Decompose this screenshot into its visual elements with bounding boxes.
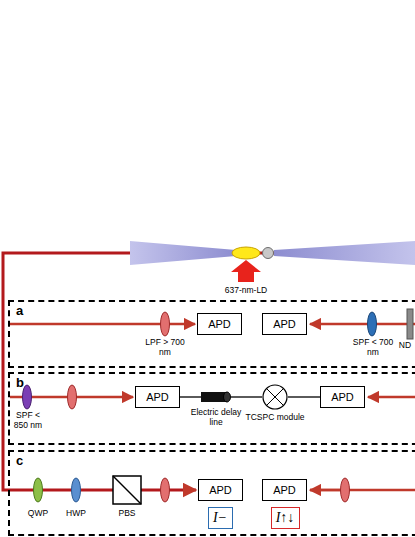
component-label: LPF > 700 nm <box>145 338 185 358</box>
lens <box>161 478 170 502</box>
nanofiber-section <box>232 247 260 259</box>
taper-left <box>130 241 236 265</box>
node-text: APD <box>208 318 231 330</box>
half-wave-plate <box>72 478 81 502</box>
quarter-wave-plate <box>34 478 43 502</box>
signal-cable <box>231 396 262 397</box>
lens <box>161 312 170 336</box>
photodetector-box: APD <box>198 479 243 501</box>
node-text: APD <box>146 391 169 403</box>
lens <box>341 478 350 502</box>
beam <box>310 489 340 492</box>
beam <box>310 489 415 492</box>
taper-right <box>274 241 415 265</box>
cylinder-icon <box>201 389 231 405</box>
component-label: 637-nm-LD <box>211 286 281 296</box>
component-label: QWP <box>23 509 53 519</box>
beam <box>368 396 415 399</box>
beam-splitter <box>113 476 141 504</box>
component-label: HWP <box>61 509 91 519</box>
panel-letter: b <box>16 375 24 390</box>
setup-panel: bAPDElectric delay lineTCSPC moduleAPD <box>8 372 415 445</box>
delay-line: Electric delay line <box>201 389 231 405</box>
short-pass-filter <box>368 312 377 336</box>
photodetector-box: APD <box>262 313 307 335</box>
photodetector-box: APD <box>135 386 180 408</box>
component-label: SPF < 850 nm <box>8 411 48 431</box>
signal-symbol: I↑↓ <box>276 510 295 526</box>
mixer-icon <box>262 384 288 410</box>
node-text: APD <box>273 484 296 496</box>
beam-splitter-diagonal <box>113 476 141 504</box>
photodetector-box: APD <box>197 313 242 335</box>
photodetector-box: APD <box>320 386 365 408</box>
setup-panel: aAPD APD <box>8 300 415 368</box>
panel-letter: c <box>16 453 23 468</box>
signal-box: I↑↓ <box>271 507 300 529</box>
signal-symbol: I− <box>213 510 227 526</box>
component-label: SPF < 700 nm <box>352 338 394 358</box>
node-text: Electric delay line <box>186 408 246 428</box>
setup-panel: cAPD APD I− I↑↓ <box>8 450 415 536</box>
photodetector-box: APD <box>262 479 307 501</box>
node-text: APD <box>273 318 296 330</box>
node-text: APD <box>331 391 354 403</box>
laser-arrow <box>231 260 261 282</box>
signal-cable <box>288 396 320 397</box>
node-text: TCSPC module <box>245 413 305 423</box>
beam <box>310 323 415 326</box>
panel-letter: a <box>16 303 23 318</box>
node-text: APD <box>209 484 232 496</box>
nd-filter <box>407 309 413 339</box>
signal-box: I− <box>208 507 233 529</box>
component-label: PBS <box>112 509 142 519</box>
lens <box>68 385 77 409</box>
tcspc-module: TCSPC module <box>262 384 288 410</box>
signal-cable <box>180 396 201 397</box>
particle <box>263 248 274 259</box>
component-label: ND <box>396 341 414 351</box>
